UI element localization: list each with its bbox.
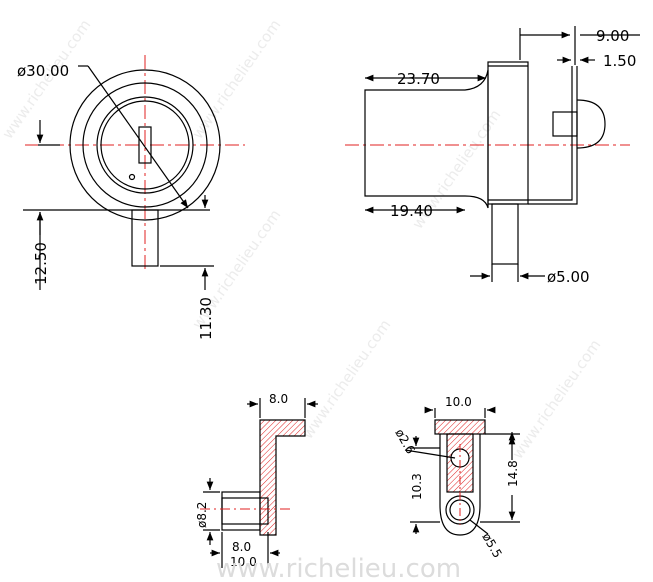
- cam-width-base-label: 10.0: [230, 555, 257, 569]
- front-view: [23, 55, 245, 290]
- side-cam-offset-label: 9.00: [596, 27, 629, 45]
- plan-height-outer-label: 14.8: [506, 460, 520, 487]
- front-diameter-label: ø30.00: [17, 62, 69, 80]
- plan-width-label: 10.0: [445, 395, 472, 409]
- side-length-top-label: 23.70: [397, 70, 440, 88]
- plan-height-inner-label: 10.3: [410, 473, 424, 500]
- front-height-label: 12.50: [32, 242, 50, 285]
- watermark-text: www.richelieu.com: [216, 554, 461, 582]
- side-pin-diameter-label: ø5.00: [547, 268, 590, 286]
- cam-section-view: [200, 398, 318, 568]
- plan-hole-large-label: ø5.5: [479, 531, 504, 561]
- cam-plan-view: [404, 406, 520, 536]
- watermark-text: www.richelieu.com: [509, 336, 605, 462]
- cam-width-bottom-label: 8.0: [232, 540, 251, 554]
- side-length-bottom-label: 19.40: [390, 202, 433, 220]
- watermark-pattern: www.richelieu.com www.richelieu.com www.…: [0, 16, 604, 462]
- watermark-text: www.richelieu.com: [299, 316, 395, 442]
- front-pin-length-label: 11.30: [197, 297, 215, 340]
- side-cam-thickness-label: 1.50: [603, 52, 636, 70]
- cam-width-top-label: 8.0: [269, 392, 288, 406]
- side-view: [345, 26, 640, 282]
- cam-diameter-label: ø8.2: [195, 502, 209, 528]
